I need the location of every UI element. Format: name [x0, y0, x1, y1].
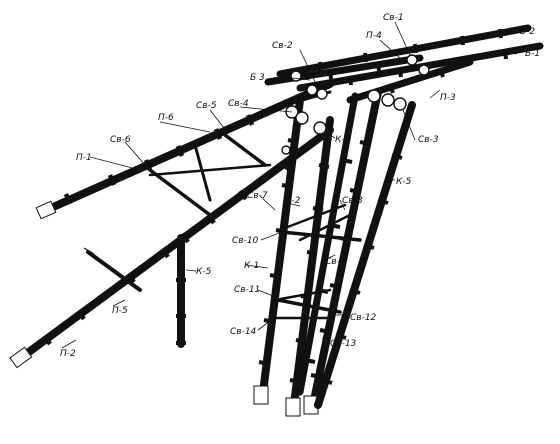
label-p5: П-5 — [112, 306, 128, 316]
leader-lines — [61, 21, 521, 349]
label-sv5: Св-5 — [196, 101, 217, 111]
label-b3: Б 3 — [250, 73, 265, 83]
label-sv14: Св-14 — [230, 327, 257, 337]
strut-p5 — [83, 247, 142, 292]
label-p2: П-2 — [60, 349, 76, 359]
labels: Св-1 П-4 Б-2 Св-2 Б-1 Б 3 П-3 Св-4 Св-5 … — [60, 13, 540, 359]
label-p1: П-1 — [76, 153, 92, 163]
label-k5-left: К-5 — [196, 267, 212, 277]
label-sv8: Св-8 — [342, 196, 363, 206]
label-sv2: Св-2 — [272, 41, 293, 51]
label-sv11: Св-11 — [234, 285, 260, 295]
label-sv4: Св-4 — [228, 99, 249, 109]
ties — [270, 203, 362, 320]
post-k5-left — [176, 234, 186, 348]
label-k2: К-2 — [285, 196, 301, 206]
label-sv1: Св-1 — [383, 13, 404, 23]
rafter-p2 — [9, 126, 334, 369]
label-sv10: Св-10 — [232, 236, 259, 246]
label-b1: Б-1 — [525, 49, 540, 59]
label-sv12: Св-12 — [350, 313, 377, 323]
label-k5-right: К-5 — [396, 177, 412, 187]
column-k2 — [285, 116, 334, 417]
label-b2: Б-2 — [520, 27, 535, 37]
label-sv7: Св-7 — [247, 191, 268, 201]
column-k1 — [253, 96, 304, 405]
label-p6: П-6 — [158, 113, 174, 123]
label-k1: К-1 — [244, 261, 259, 271]
label-k3: К-3 — [335, 135, 351, 145]
label-p3: П-3 — [440, 93, 456, 103]
column-k3 — [303, 88, 382, 415]
column-k5 — [314, 101, 416, 409]
label-sv3: Св-3 — [418, 135, 439, 145]
joint-nodes — [281, 54, 430, 155]
label-sv13: Св-13 — [330, 339, 357, 349]
label-sv6: Св-6 — [110, 135, 131, 145]
label-sv9: Св-9 — [325, 257, 346, 267]
label-p4: П-4 — [366, 31, 382, 41]
